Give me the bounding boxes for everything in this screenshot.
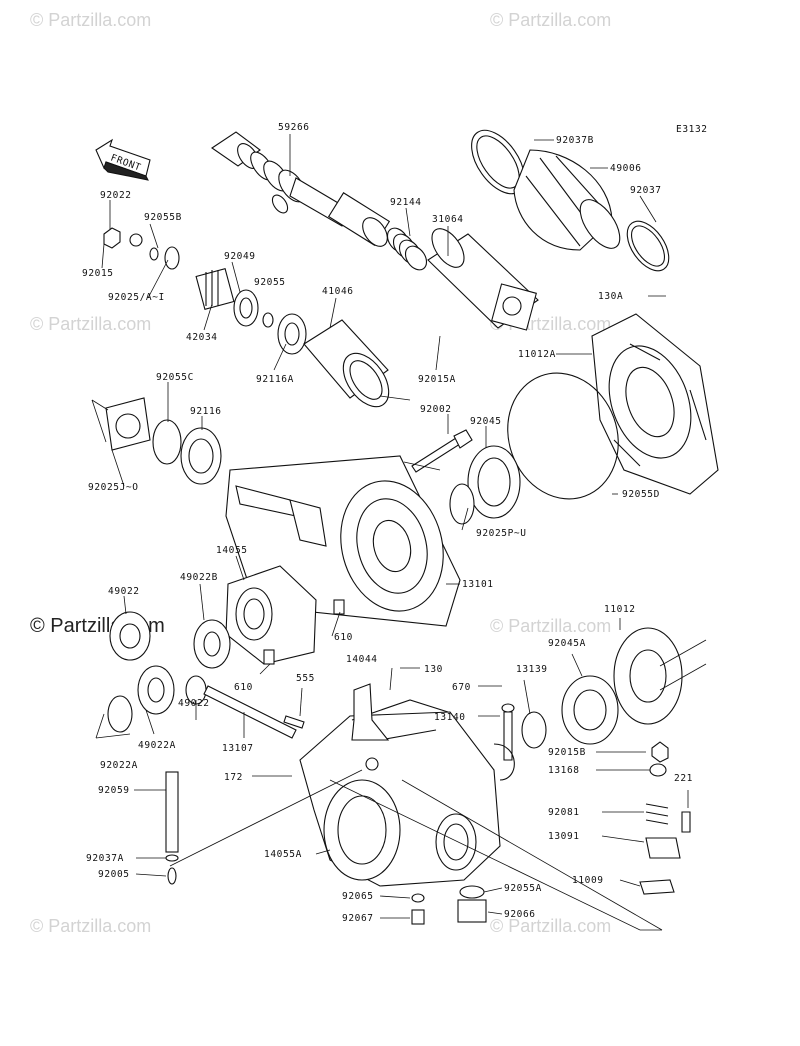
spring-92144: [386, 227, 428, 271]
boot-49006: [471, 129, 670, 272]
part-label: 610: [334, 632, 353, 643]
drain-plugs: [411, 885, 487, 925]
part-label: 92005: [98, 869, 130, 880]
part-label: 92025P~U: [476, 528, 527, 539]
watermark-top-left: © Partzilla.com: [30, 10, 151, 30]
part-label: 92025J~O: [88, 482, 139, 493]
part-label: 49022: [178, 698, 210, 709]
front-arrow-icon: FRONT: [95, 138, 151, 181]
bearing-92045: [449, 445, 521, 525]
watermark-top-right: © Partzilla.com: [490, 10, 611, 30]
part-label: 92055A: [504, 883, 542, 894]
part-label: 14055A: [264, 849, 302, 860]
part-label: 92025/A~I: [108, 292, 165, 303]
part-label: 13101: [462, 579, 494, 590]
bolt-92002: [411, 429, 473, 473]
gasket-92055C: [105, 397, 222, 485]
o-ring-92055D: [507, 372, 619, 500]
part-label: 92055C: [156, 372, 194, 383]
rod-92059: [165, 771, 179, 885]
leader-lines: [91, 134, 707, 931]
part-label: 92015: [82, 268, 114, 279]
part-label: 172: [224, 772, 243, 783]
cover-11012A: [591, 313, 719, 495]
part-label: 31064: [432, 214, 464, 225]
part-label: 11012A: [518, 349, 556, 360]
part-label: 92015B: [548, 747, 586, 758]
watermark-bottom-right: © Partzilla.com: [490, 916, 611, 936]
part-label: 11009: [572, 875, 604, 886]
part-label: 92037A: [86, 853, 124, 864]
part-label: 130: [424, 664, 443, 675]
part-label: 221: [674, 773, 693, 784]
part-label: 92065: [342, 891, 374, 902]
bevel-gear-set-13101: [225, 455, 461, 627]
part-label: 92081: [548, 807, 580, 818]
part-label: 92015A: [418, 374, 456, 385]
part-label: 41046: [322, 286, 354, 297]
part-label: 13168: [548, 765, 580, 776]
part-label: 13107: [222, 743, 254, 754]
watermark-bottom-left: © Partzilla.com: [30, 916, 151, 936]
bracket-14044: [351, 683, 390, 741]
gears-49022: [107, 611, 231, 733]
part-label: 42034: [186, 332, 218, 343]
part-label: 92049: [224, 251, 256, 262]
gear-13139: [493, 703, 547, 781]
part-label: 49022A: [138, 740, 176, 751]
switch-parts: [639, 741, 691, 895]
part-label: 59266: [278, 122, 310, 133]
part-label: 130A: [598, 291, 623, 302]
part-label: 92055B: [144, 212, 182, 223]
sleeve-31064: [427, 228, 539, 331]
shaft-13107: [203, 685, 305, 739]
part-label: 92059: [98, 785, 130, 796]
part-label: 92037B: [556, 135, 594, 146]
diagram-code: E3132: [676, 124, 708, 135]
watermark-center-right: © Partzilla.com: [490, 616, 611, 636]
main-housing-14055A: [299, 699, 501, 887]
part-label: 92116: [190, 406, 222, 417]
part-label: 92022: [100, 190, 132, 201]
left-small-parts: [103, 227, 307, 355]
bearing-92045A: [561, 675, 619, 745]
part-label: 13140: [434, 712, 466, 723]
drive-shaft-assembly: [211, 131, 391, 247]
part-label: 13139: [516, 664, 548, 675]
part-label: 49022: [108, 586, 140, 597]
watermark-mid-left: © Partzilla.com: [30, 314, 151, 334]
part-label: 92055D: [622, 489, 660, 500]
part-label: 11012: [604, 604, 636, 615]
part-label: 92066: [504, 909, 536, 920]
part-label: 92037: [630, 185, 662, 196]
part-label: 49022B: [180, 572, 218, 583]
housing-41046: [303, 319, 390, 408]
part-label: 670: [452, 682, 471, 693]
part-label: 14044: [346, 654, 378, 665]
part-label: 49006: [610, 163, 642, 174]
part-label: 92022A: [100, 760, 138, 771]
part-label: 610: [234, 682, 253, 693]
part-label: 555: [296, 673, 315, 684]
part-label: 13091: [548, 831, 580, 842]
part-label: 92045A: [548, 638, 586, 649]
part-labels: 59266 92037B 49006 92037 92022 92055B 92…: [82, 122, 693, 924]
cover-11012: [613, 627, 683, 725]
differential-case-14055: [225, 565, 345, 665]
part-label: 92116A: [256, 374, 294, 385]
part-label: 14055: [216, 545, 248, 556]
part-label: 92067: [342, 913, 374, 924]
part-label: 92045: [470, 416, 502, 427]
part-label: 92144: [390, 197, 422, 208]
part-label: 92055: [254, 277, 286, 288]
part-label: 92002: [420, 404, 452, 415]
